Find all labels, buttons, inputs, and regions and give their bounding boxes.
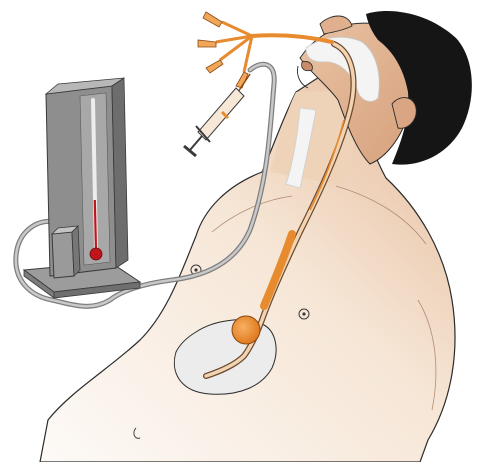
manometer-mercury [95, 200, 96, 250]
syringe-plunger [190, 136, 202, 150]
syringe-plunger-head [184, 146, 196, 156]
gastric-balloon [232, 316, 260, 344]
port-connector-3 [206, 60, 223, 73]
manometer-bulb [90, 248, 102, 260]
port-connector-1 [203, 12, 222, 27]
external-tube [252, 35, 332, 42]
pressure-manometer [24, 78, 140, 298]
manometer-reservoir [52, 232, 74, 278]
port-connector-2 [198, 40, 216, 47]
port-branch-1 [222, 22, 252, 36]
syringe-barrel [198, 88, 244, 140]
